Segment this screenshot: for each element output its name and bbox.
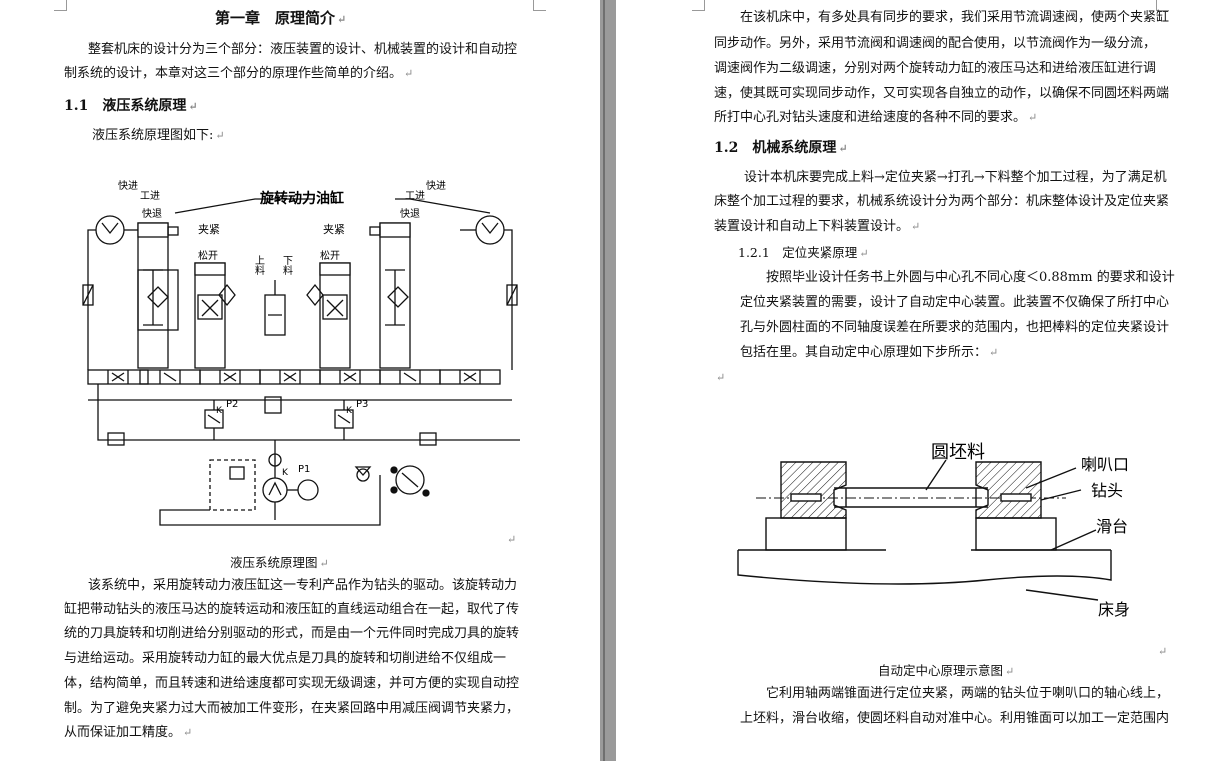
chapter-title: 第一章 原理简介↵ (215, 9, 347, 27)
paragraph-line: 设计本机床要完成上料→定位夹紧→打孔→下料整个加工过程，为了满足机 (744, 170, 1167, 185)
label-rotary-cylinder: 旋转动力油缸 (259, 190, 344, 207)
page-seam (603, 0, 605, 761)
paragraph-mark: ↵ (1158, 645, 1168, 658)
page-gutter (600, 0, 616, 761)
paragraph-line: 制。为了避免夹紧力过大而被加工件变形，在夹紧回路中用减压阀调节夹紧力， (64, 701, 520, 716)
label-clamp-left: 夹紧 (198, 223, 220, 236)
paragraph-line: 制系统的设计，本章对这三个部分的原理作些简单的介绍。↵ (64, 66, 414, 81)
label-release-left: 松开 (198, 249, 218, 262)
paragraph-line: 同步动作。另外，采用节流阀和调速阀的配合使用，以节流阀作为一级分流， (714, 36, 1157, 51)
label-clamp-right: 夹紧 (323, 223, 345, 236)
label-p1: P1 (298, 464, 310, 475)
label-work-feed-left: 工进 (140, 190, 160, 202)
label-k2: K (346, 406, 353, 416)
label-unload: 下料 (281, 255, 293, 276)
figure-caption: 自动定中心原理示意图↵ (878, 663, 1015, 678)
section-heading: 1.1 液压系统原理↵ (64, 98, 198, 114)
label-fast-back-right: 快退 (400, 208, 420, 220)
label-p2: P2 (226, 399, 238, 410)
paragraph-line: 体，结构简单，而且转速和进给速度都可实现无级调速，并可方便的实现自动控 (64, 676, 520, 691)
label-work-feed-right: 工进 (405, 190, 425, 202)
paragraph-line: 孔与外圆柱面的不同轴度误差在所要求的范围内，也把棒料的定位夹紧设计 (740, 320, 1170, 335)
paragraph-mark: ↵ (716, 371, 726, 384)
paragraph-line: 整套机床的设计分为三个部分：液压装置的设计、机械装置的设计和自动控 (88, 42, 518, 57)
paragraph-line: 该系统中，采用旋转动力液压缸这一专利产品作为钻头的驱动。该旋转动力 (88, 578, 518, 593)
label-bed: 床身 (1098, 600, 1130, 619)
label-blank: 圆坯料 (931, 442, 985, 463)
label-p3: P3 (356, 399, 368, 410)
label-k3: K (282, 468, 289, 478)
paragraph-line: 所打中心孔对钻头速度和进给速度的各种不同的要求。↵ (714, 110, 1038, 125)
margin-corner (54, 0, 67, 11)
section-heading: 1.2 机械系统原理↵ (714, 140, 848, 156)
paragraph-line: 装置设计和自动上下料装置设计。↵ (714, 219, 921, 234)
subsection-heading: 1.2.1 定位夹紧原理↵ (738, 245, 869, 260)
label-drill: 钻头 (1091, 481, 1123, 500)
label-slide: 滑台 (1096, 517, 1128, 536)
label-k1: K (216, 406, 223, 416)
paragraph-line: 在该机床中，有多处具有同步的要求，我们采用节流调速阀，使两个夹紧缸 (740, 10, 1170, 25)
paragraph-line: 床整个加工过程的要求，机械系统设计分为两个部分：机床整体设计及定位夹紧 (714, 194, 1170, 209)
margin-corner (692, 0, 705, 11)
paragraph-line: 定位夹紧装置的需要，设计了自动定中心装置。此装置不仅确保了所打中心 (740, 295, 1170, 310)
right-page: 在该机床中，有多处具有同步的要求，我们采用节流调速阀，使两个夹紧缸 同步动作。另… (616, 0, 1217, 761)
paragraph-line: 速，使其既可实现同步动作，又可实现各自独立的动作，以确保不同圆坯料两端 (714, 86, 1170, 101)
left-page: 第一章 原理简介↵ 整套机床的设计分为三个部分：液压装置的设计、机械装置的设计和… (0, 0, 600, 761)
paragraph-mark: ↵ (507, 533, 517, 546)
label-horn-mouth: 喇叭口 (1081, 455, 1129, 474)
label-fast-back-left: 快退 (142, 208, 162, 220)
paragraph-line: 调速阀作为二级调速，分别对两个旋转动力缸的液压马达和进给液压缸进行调 (714, 61, 1157, 76)
figure-caption: 液压系统原理图↵ (230, 555, 329, 570)
label-fast-feed-left: 快进 (118, 180, 138, 192)
label-release-right: 松开 (320, 249, 340, 262)
paragraph-line: 统的刀具旋转和切削进给分别驱动的形式，而是由一个元件同时完成刀具的旋转 (64, 626, 520, 641)
self-centering-figure: 圆坯料 喇叭口 钻头 滑台 床身 (737, 442, 1130, 619)
label-load: 上料 (253, 255, 265, 276)
paragraph-line: 缸把带动钻头的液压马达的旋转运动和液压缸的直线运动组合在一起，取代了传 (64, 602, 520, 617)
label-fast-feed-right: 快进 (426, 180, 446, 192)
paragraph-line: 液压系统原理图如下:↵ (92, 128, 225, 143)
paragraph-line: 它利用轴两端锥面进行定位夹紧，两端的钻头位于喇叭口的轴心线上， (766, 686, 1170, 701)
margin-corner (1156, 0, 1169, 11)
hydraulic-schematic-figure: 旋转动力油缸 快进 工进 快退 快进 工进 快退 夹紧 松开 夹紧 松开 上料 … (82, 180, 520, 526)
paragraph-line: 上坯料，滑台收缩，使圆坯料自动对准中心。利用锥面可以加工一定范围内 (740, 711, 1170, 726)
paragraph-line: 与进给运动。采用旋转动力缸的最大优点是刀具的旋转和切削进给不仅组成一 (64, 651, 507, 666)
paragraph-line: 包括在里。其自动定中心原理如下步所示：↵ (740, 345, 999, 360)
margin-corner (533, 0, 546, 11)
paragraph-line: 按照毕业设计任务书上外圆与中心孔不同心度＜0.88mm 的要求和设计 (766, 270, 1175, 285)
paragraph-line: 从而保证加工精度。↵ (64, 725, 193, 740)
